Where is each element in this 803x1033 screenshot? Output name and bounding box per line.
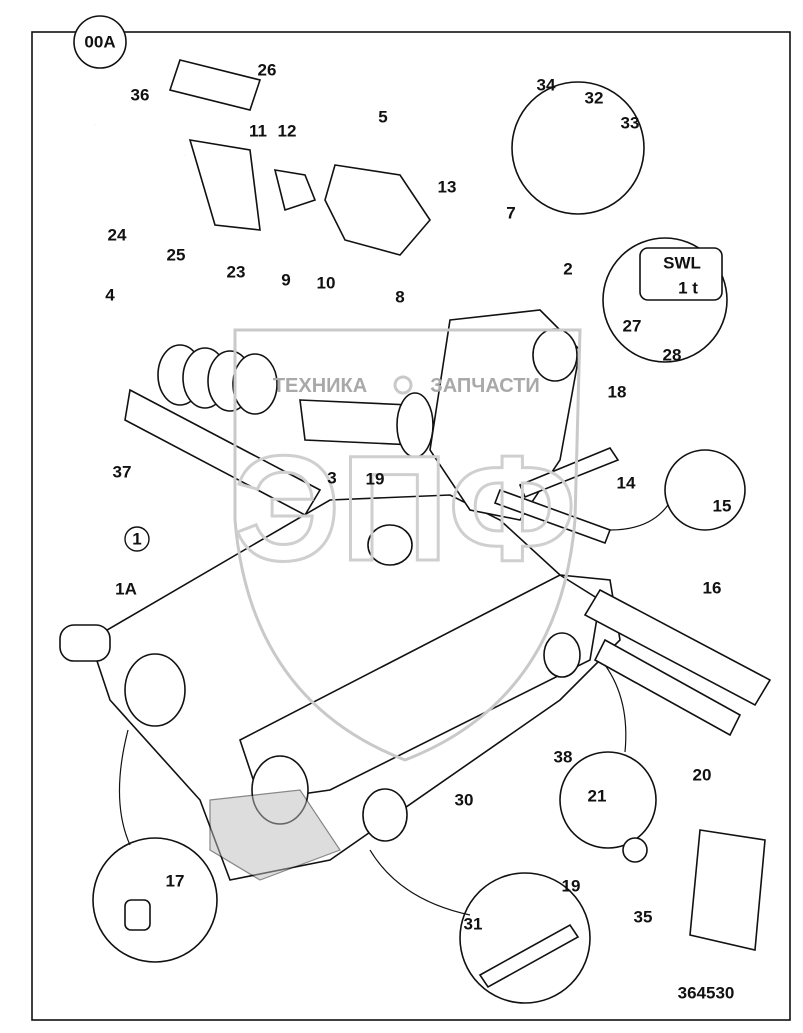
callout-15: 15 — [713, 496, 732, 515]
callout-32: 32 — [585, 88, 604, 107]
page-ref-circle — [73, 15, 127, 69]
latch-2 — [429, 309, 581, 521]
callout-9: 9 — [281, 270, 290, 289]
figure-number: 364530 — [678, 983, 735, 1002]
block-9 — [273, 169, 317, 212]
manual-35 — [689, 829, 766, 951]
link-line-21 — [604, 664, 627, 753]
callout-10: 10 — [317, 273, 336, 292]
detail-circle-15 — [664, 449, 746, 531]
callout-3: 3 — [327, 468, 336, 487]
callout-7: 7 — [506, 203, 515, 222]
callout-28: 28 — [663, 345, 682, 364]
callout-8: 8 — [395, 287, 404, 306]
callout-36: 36 — [131, 85, 150, 104]
callout-19-upper: 19 — [366, 469, 385, 488]
bolt-18 — [518, 447, 620, 499]
link-line-17 — [118, 729, 131, 846]
plate-26 — [168, 59, 262, 111]
fitting-17 — [124, 899, 151, 931]
callout-circle-1 — [124, 526, 150, 552]
watermark-gear-icon — [393, 375, 413, 395]
swl-sign-line1: SWL — [663, 253, 701, 272]
callout-2: 2 — [563, 259, 572, 278]
callout-23: 23 — [227, 262, 246, 281]
pin-37 — [124, 388, 322, 517]
detail-circle-32-34 — [511, 81, 645, 215]
bolt-31 — [478, 923, 580, 989]
link-line-31 — [369, 849, 471, 916]
callout-12: 12 — [278, 121, 297, 140]
detail-circle-17 — [92, 837, 218, 963]
spring-4 — [157, 344, 278, 415]
callout-4: 4 — [105, 285, 115, 304]
callout-18: 18 — [608, 382, 627, 401]
callout-35: 35 — [634, 907, 653, 926]
callout-27: 27 — [623, 316, 642, 335]
page-ref: 00A — [84, 32, 115, 51]
callout-20: 20 — [693, 765, 712, 784]
pin-21 — [622, 837, 648, 863]
pin-14 — [493, 488, 612, 545]
watermark: ЭПФ ТЕХНИКА ЗАПЧАСТИ — [232, 328, 582, 762]
detail-circle-21 — [559, 751, 657, 849]
callout-5: 5 — [378, 107, 387, 126]
watermark-text-left: ТЕХНИКА — [273, 375, 367, 397]
pin-1A — [59, 624, 111, 662]
callout-1: 1 — [132, 529, 141, 548]
callouts: 26 36 11 12 5 34 32 33 13 7 24 25 23 9 1… — [105, 60, 731, 933]
callout-17: 17 — [166, 871, 185, 890]
ram-3 — [299, 392, 434, 458]
callout-25: 25 — [167, 245, 186, 264]
callout-38: 38 — [554, 747, 573, 766]
callout-30: 30 — [455, 790, 474, 809]
watermark-text-right: ЗАПЧАСТИ — [430, 375, 540, 397]
callout-11: 11 — [249, 121, 267, 140]
bracket-23 — [188, 139, 261, 231]
swl-sign-line2: 1 t — [678, 278, 698, 297]
callout-16: 16 — [703, 578, 722, 597]
pin-16 — [583, 588, 772, 707]
callout-24: 24 — [108, 225, 127, 244]
pin-20 — [593, 638, 742, 737]
bushing-30 — [362, 788, 408, 842]
callout-31: 31 — [464, 914, 483, 933]
block-5 — [324, 164, 432, 256]
quickhitch-frame — [89, 494, 621, 881]
callout-33: 33 — [621, 113, 640, 132]
bushing-38 — [543, 632, 581, 678]
callout-1A: 1A — [115, 579, 137, 598]
callout-34: 34 — [537, 75, 556, 94]
callout-19-lower: 19 — [562, 876, 581, 895]
swl-sign — [639, 247, 723, 301]
callout-21: 21 — [588, 786, 607, 805]
callout-37: 37 — [113, 462, 132, 481]
hose-36 — [94, 122, 186, 158]
diagram-frame — [31, 31, 791, 1021]
callout-26: 26 — [258, 60, 277, 79]
watermark-logo: ЭПФ — [234, 424, 577, 592]
callout-13: 13 — [438, 177, 457, 196]
callout-14: 14 — [617, 473, 636, 492]
link-line-15 — [609, 504, 669, 531]
